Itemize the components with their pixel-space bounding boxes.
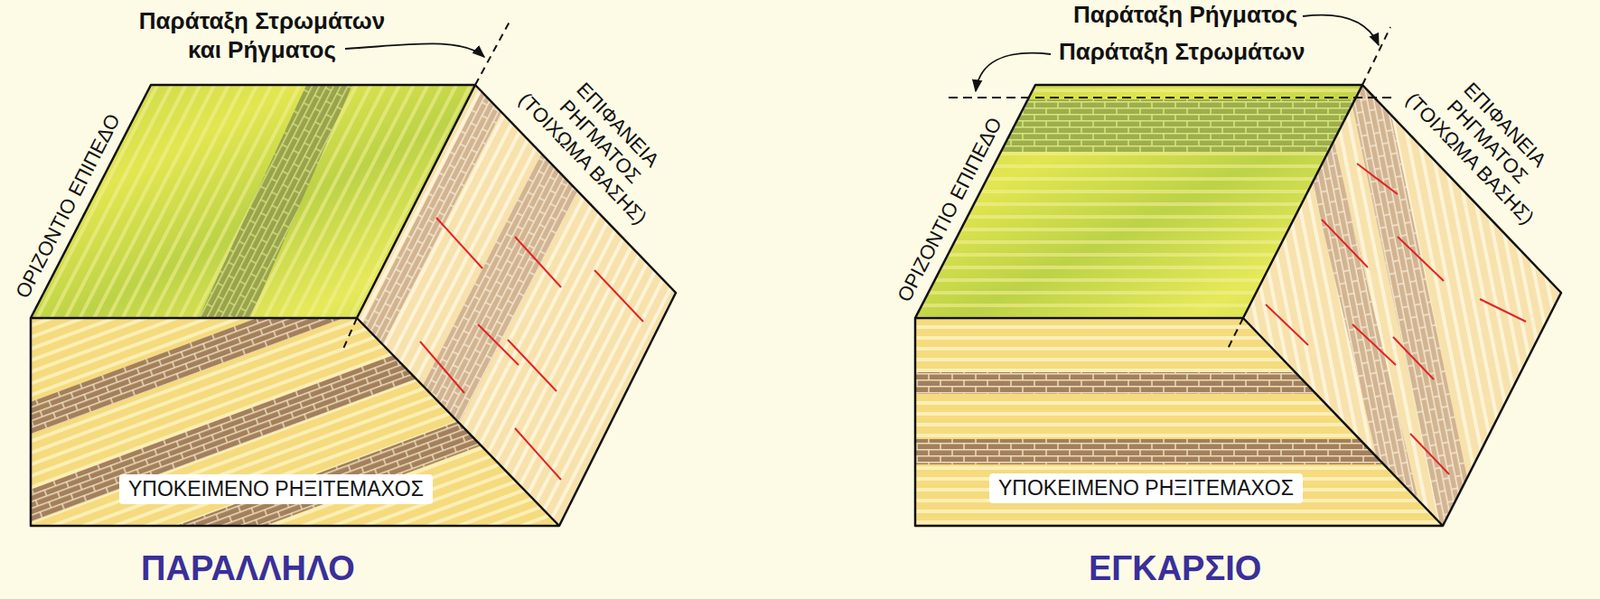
- strike-annotation: Παράταξη Στρωμάτων και Ρήγματος: [126, 7, 398, 65]
- block-caption: ΠΑΡΑΛΛΗΛΟ: [140, 547, 356, 590]
- block-label-box: ΥΠΟΚΕΙΜΕΝΟ ΡΗΞΙΤΕΜΑΧΟΣ: [119, 474, 433, 505]
- block-label-text: ΥΠΟΚΕΙΜΕΝΟ ΡΗΞΙΤΕΜΑΧΟΣ: [998, 476, 1294, 500]
- strike-annotation: Παράταξη Στρωμάτων: [1058, 37, 1305, 67]
- block-caption: ΕΓΚΑΡΣΙΟ: [1088, 547, 1262, 590]
- strike-annotation: Παράταξη Ρήγματος: [1073, 0, 1298, 30]
- block-label-text: ΥΠΟΚΕΙΜΕΝΟ ΡΗΞΙΤΕΜΑΧΟΣ: [128, 477, 424, 501]
- block-label-box: ΥΠΟΚΕΙΜΕΝΟ ΡΗΞΙΤΕΜΑΧΟΣ: [989, 473, 1303, 504]
